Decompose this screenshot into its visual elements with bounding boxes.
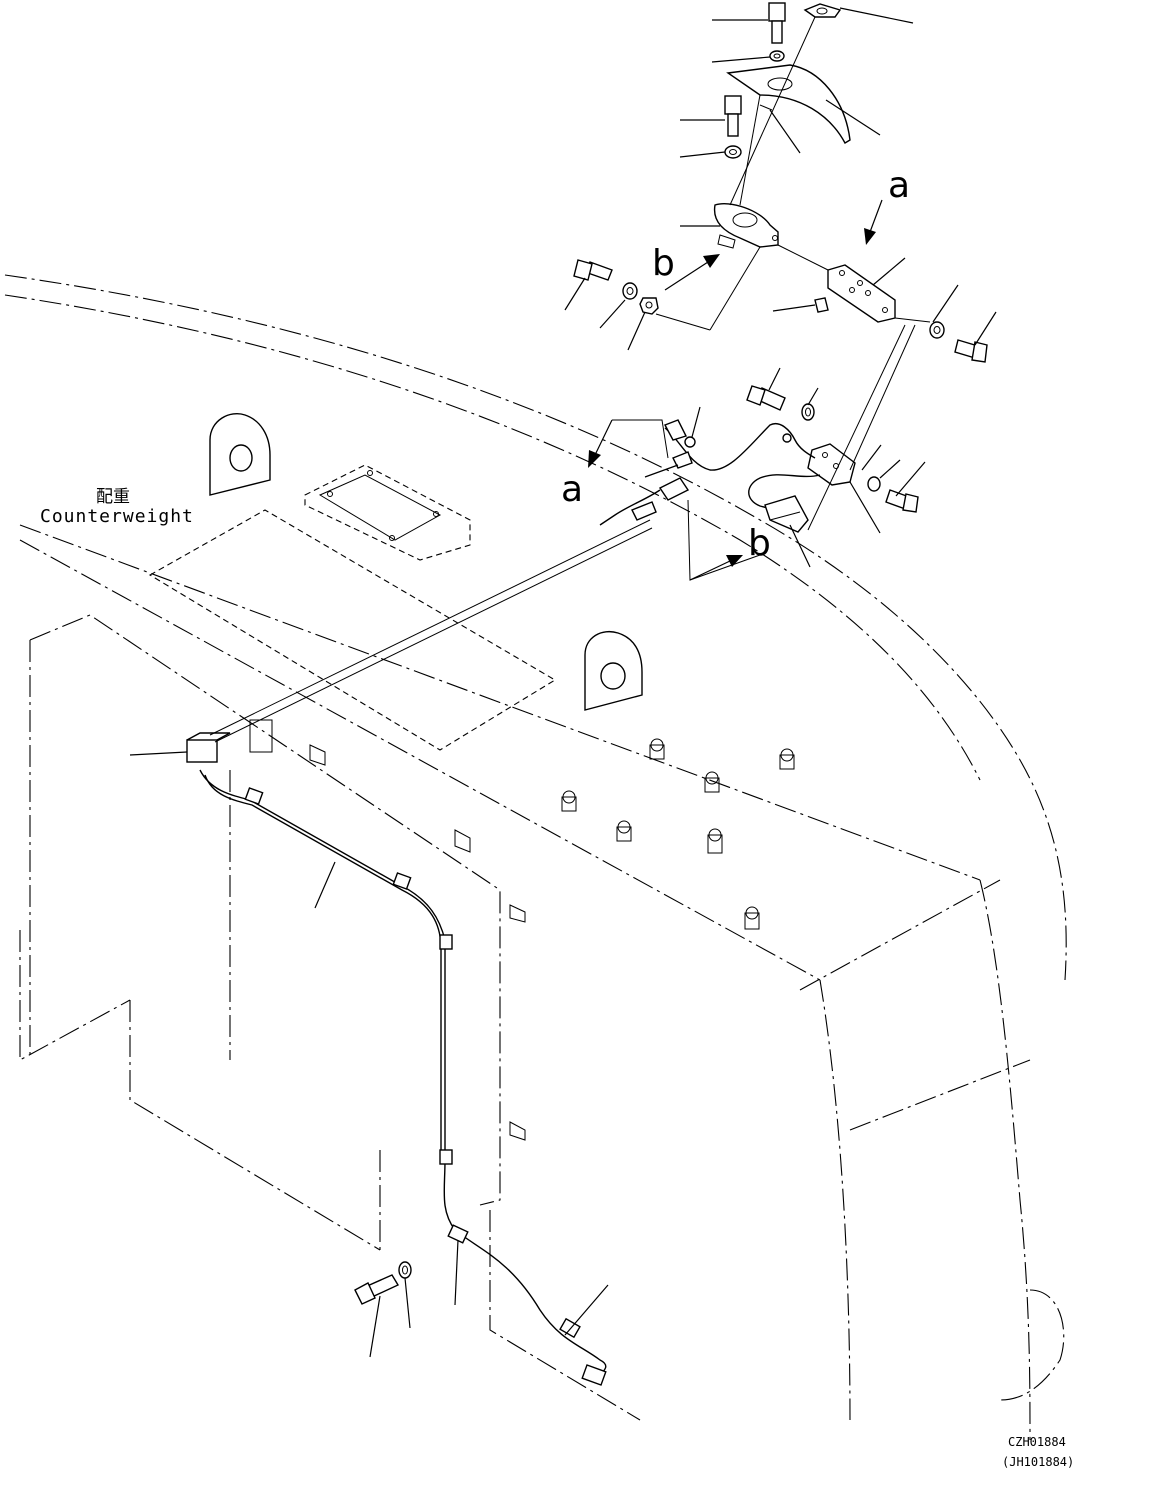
switch-bolt-set xyxy=(746,385,815,421)
counterweight-label-jp: 配重 xyxy=(96,487,130,507)
counterweight-label-en: Counterweight xyxy=(40,506,194,527)
callout-a-top: a xyxy=(888,165,911,206)
callout-b-top: b xyxy=(652,243,675,284)
sensor-cable xyxy=(599,419,821,533)
lifting-eye-left xyxy=(209,413,271,496)
lifting-eye-right xyxy=(584,631,643,711)
bottom-bolt xyxy=(354,1261,412,1305)
right-bolt-set xyxy=(929,321,988,363)
drawing-code: CZH01884 xyxy=(1008,1435,1066,1449)
counterweight-body xyxy=(4,274,1067,1441)
callout-b-bottom: b xyxy=(748,523,771,564)
leader-lines xyxy=(129,7,997,1358)
top-clip xyxy=(803,3,842,18)
wiring-harness xyxy=(186,519,653,1386)
drawing-code-alt: (JH101884) xyxy=(1002,1455,1075,1469)
left-bolt-set xyxy=(573,259,659,315)
cover xyxy=(726,64,851,144)
mounting-bosses xyxy=(309,738,795,1141)
callout-arrows xyxy=(588,199,883,581)
sensor-bracket xyxy=(807,443,919,513)
callout-a-bottom: a xyxy=(561,469,584,510)
top-bolt xyxy=(768,2,786,62)
cover-plate xyxy=(304,464,471,561)
lamp-bracket xyxy=(713,203,779,249)
mounting-plate xyxy=(814,264,896,323)
second-bolt xyxy=(724,95,742,159)
assembly-lines xyxy=(612,16,931,581)
